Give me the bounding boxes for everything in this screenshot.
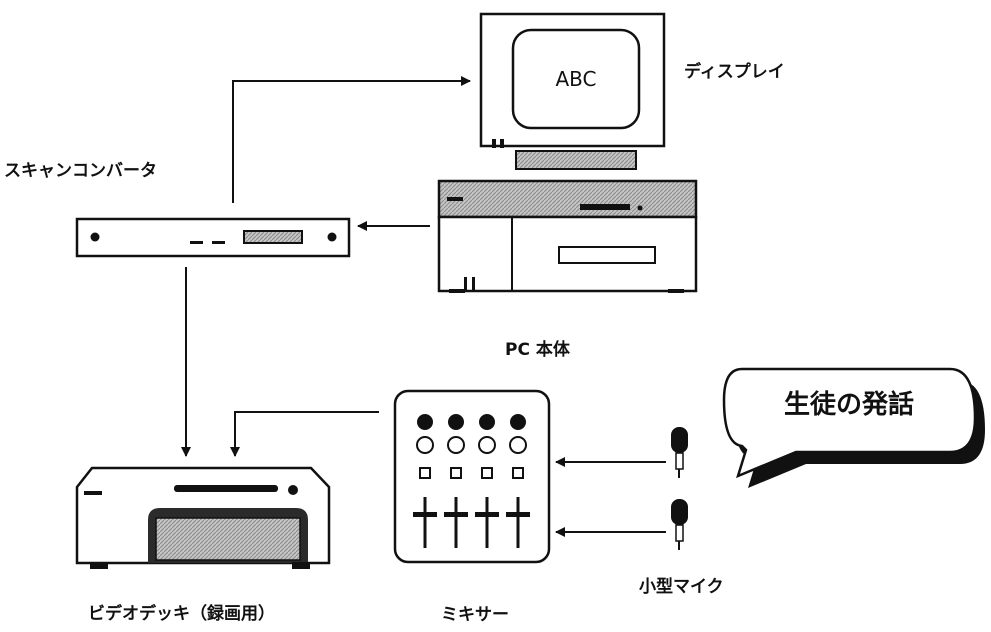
video-deck-label: ビデオデッキ（録画用） — [88, 599, 275, 624]
arrow-converter-to-display — [233, 81, 470, 203]
microphone-icon — [671, 499, 688, 550]
speech-bubble-icon: 生徒の発話 — [724, 369, 985, 488]
pc-tower-icon — [439, 181, 696, 293]
scan-converter-icon — [77, 219, 349, 256]
display-label: ディスプレイ — [684, 57, 785, 82]
pc-body-label: PC 本体 — [505, 335, 570, 360]
arrow-mixer-to-deck — [235, 412, 379, 456]
mixer-label: ミキサー — [441, 600, 509, 625]
video-deck-icon — [77, 468, 329, 569]
display-monitor-icon: ABC — [481, 14, 664, 169]
speech-bubble-text: 生徒の発話 — [784, 389, 914, 420]
microphone-icon — [671, 427, 688, 478]
scan-converter-label: スキャンコンバータ — [4, 156, 157, 181]
display-screen-text: ABC — [555, 67, 596, 91]
mixer-icon — [395, 391, 549, 562]
small-mic-label: 小型マイク — [639, 572, 724, 597]
